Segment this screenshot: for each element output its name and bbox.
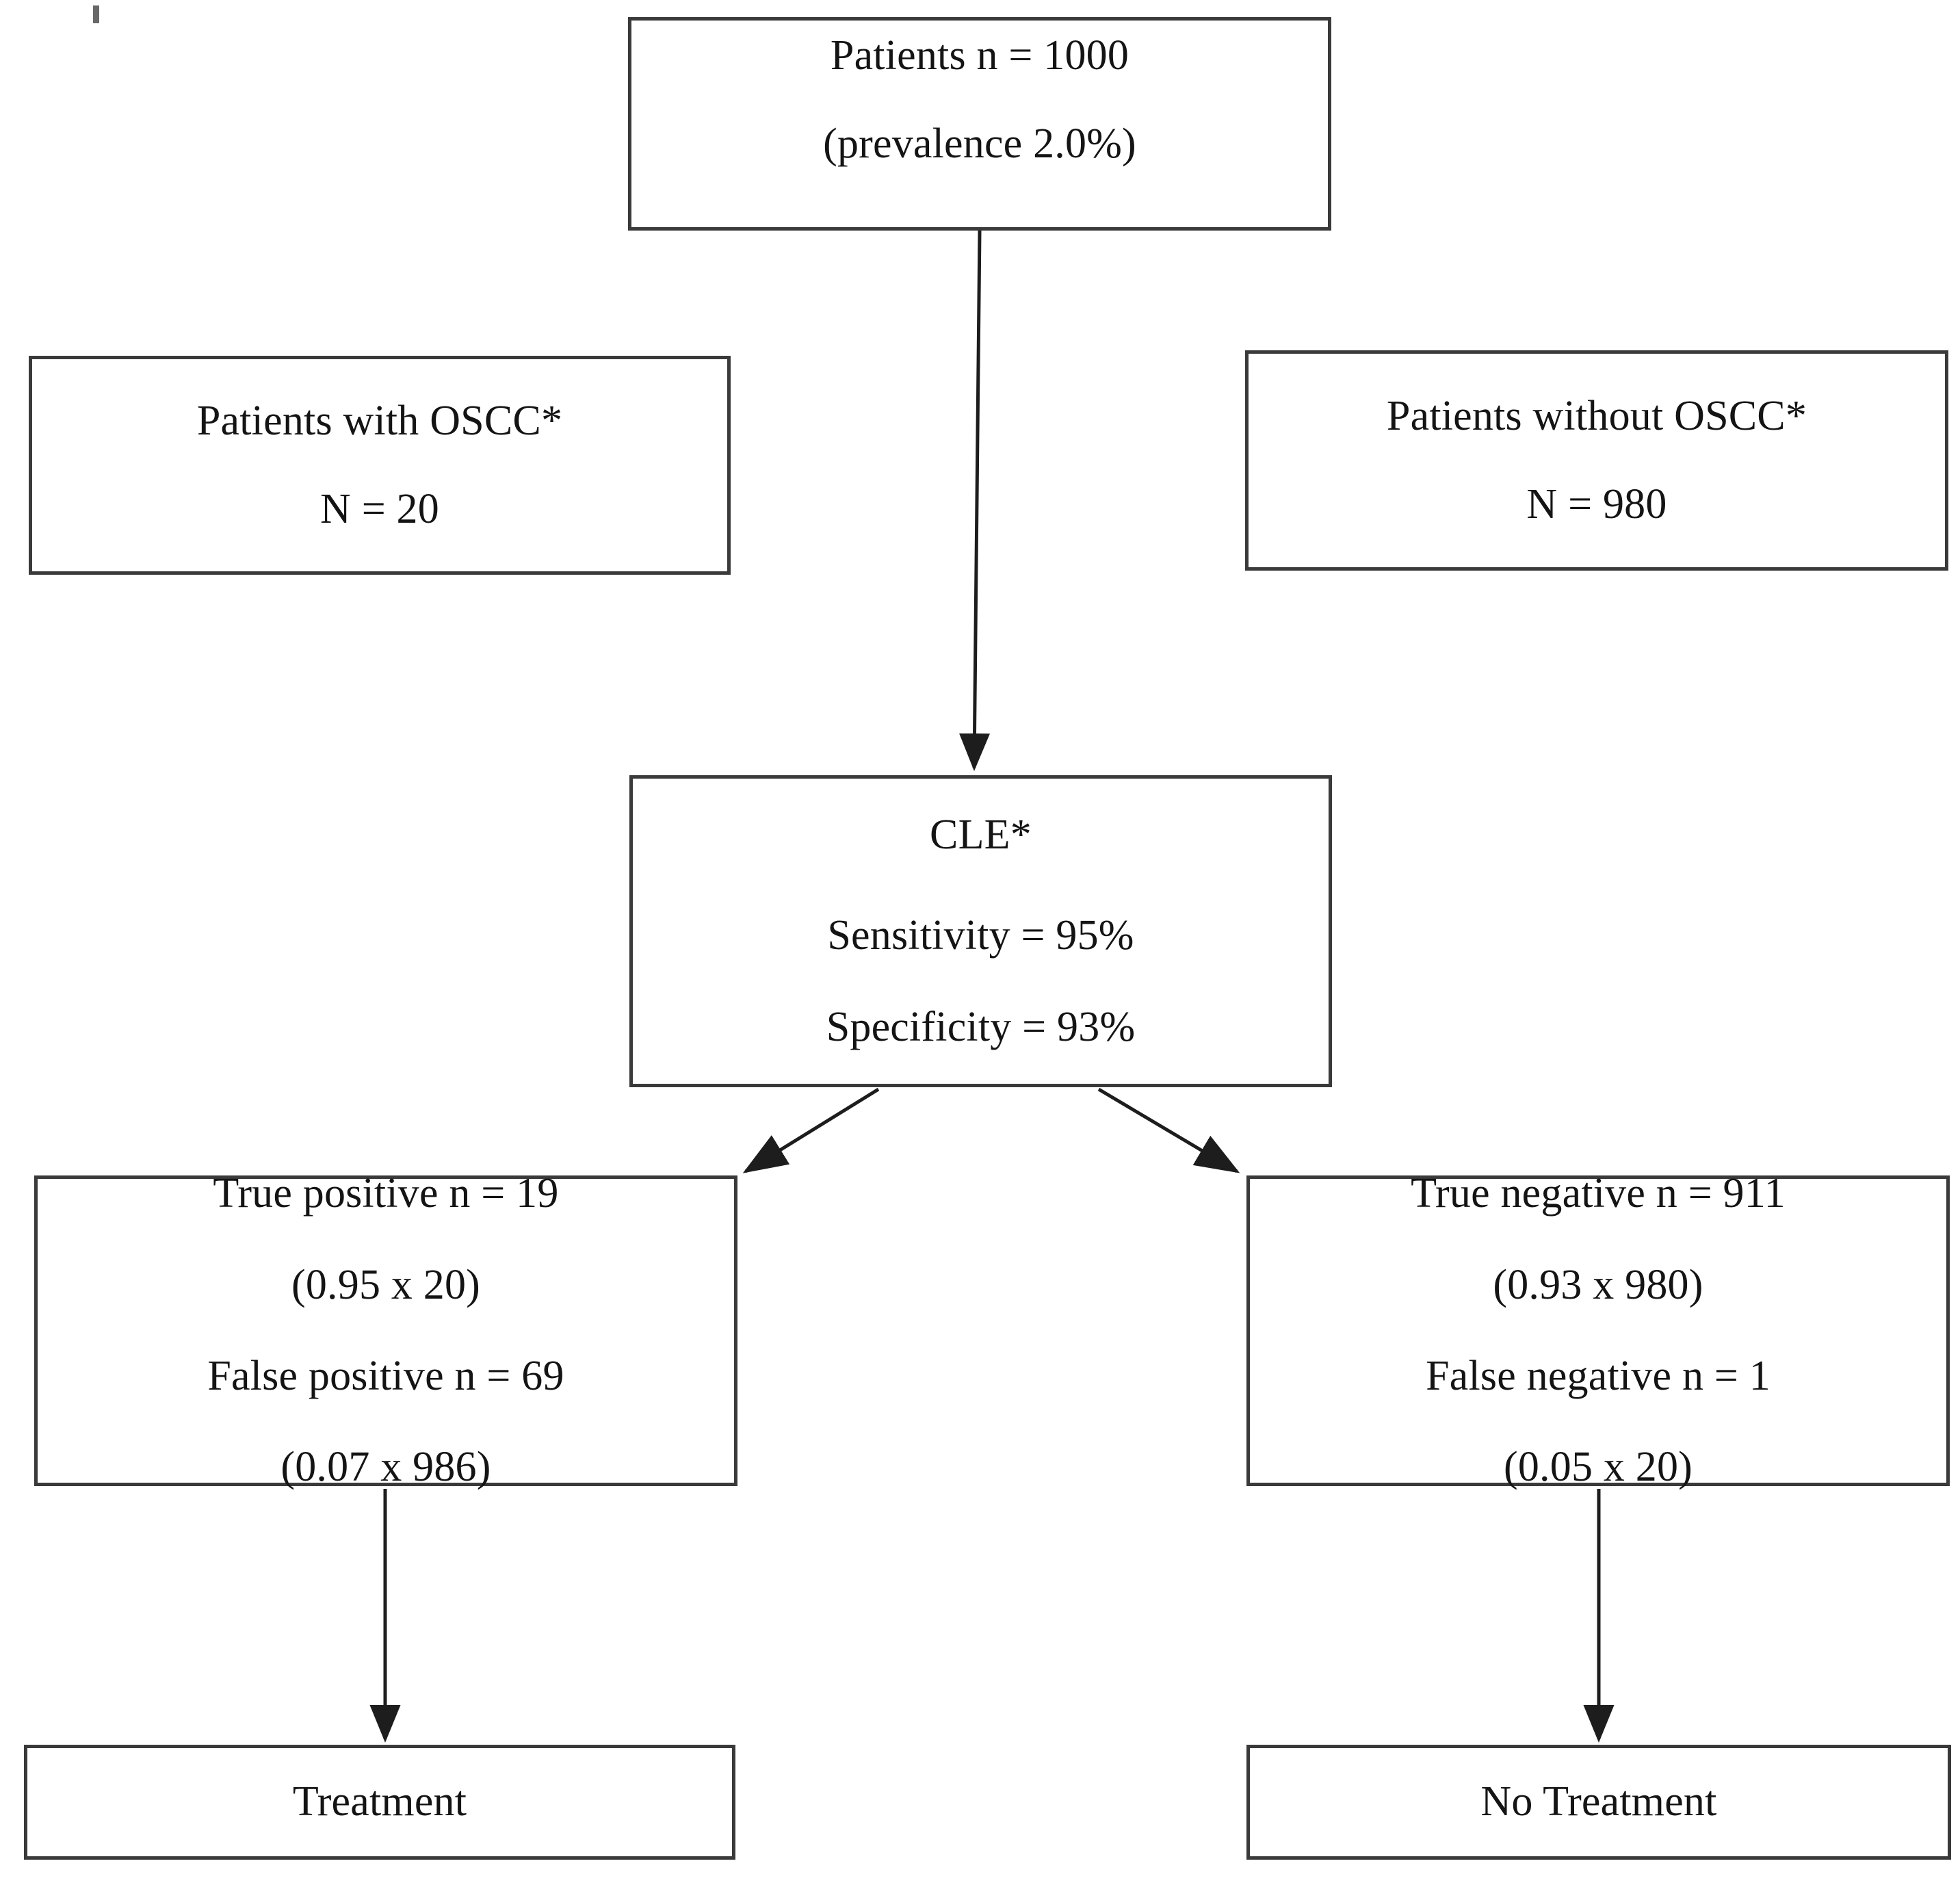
false-negative-formula: (0.05 x 20) <box>1504 1444 1693 1491</box>
patients-without-oscc-label: Patients without OSCC* <box>1386 392 1807 439</box>
edge-cle-to-positive <box>742 1087 880 1173</box>
true-negative-formula: (0.93 x 980) <box>1493 1261 1703 1308</box>
treatment-box: Treatment <box>24 1745 735 1860</box>
no-treatment-box: No Treatment <box>1246 1745 1951 1860</box>
patients-with-oscc-box: Patients with OSCC* N = 20 <box>29 356 731 575</box>
cohort-count-label: Patients n = 1000 <box>830 31 1129 79</box>
test-negative-box: True negative n = 911 (0.93 x 980) False… <box>1246 1170 1950 1490</box>
cohort-box: Patients n = 1000 (prevalence 2.0%) <box>628 17 1331 231</box>
true-positive-formula: (0.95 x 20) <box>291 1261 480 1308</box>
cle-test-box: CLE* Sensitivity = 95% Specificity = 93% <box>629 775 1332 1087</box>
false-negative-label: False negative n = 1 <box>1426 1353 1770 1399</box>
patients-with-oscc-count: N = 20 <box>320 486 439 532</box>
treatment-label: Treatment <box>292 1778 467 1825</box>
cle-sensitivity-label: Sensitivity = 95% <box>827 912 1134 959</box>
patients-without-oscc-count: N = 980 <box>1526 481 1667 528</box>
patients-without-oscc-box: Patients without OSCC* N = 980 <box>1245 350 1948 571</box>
false-positive-label: False positive n = 69 <box>207 1353 564 1399</box>
true-negative-label: True negative n = 911 <box>1411 1170 1786 1217</box>
test-positive-box: True positive n = 19 (0.95 x 20) False p… <box>34 1170 737 1490</box>
false-positive-formula: (0.07 x 986) <box>280 1444 491 1491</box>
cle-specificity-label: Specificity = 93% <box>826 1003 1136 1050</box>
edge-cle-to-negative <box>1097 1087 1240 1173</box>
cle-title-label: CLE* <box>930 811 1032 859</box>
patients-with-oscc-label: Patients with OSCC* <box>196 397 563 444</box>
scan-artifact-mark <box>93 5 99 23</box>
cohort-prevalence-label: (prevalence 2.0%) <box>823 120 1136 167</box>
edge-cohort-to-cle <box>959 230 991 771</box>
true-positive-label: True positive n = 19 <box>213 1170 559 1217</box>
no-treatment-label: No Treatment <box>1480 1778 1717 1825</box>
